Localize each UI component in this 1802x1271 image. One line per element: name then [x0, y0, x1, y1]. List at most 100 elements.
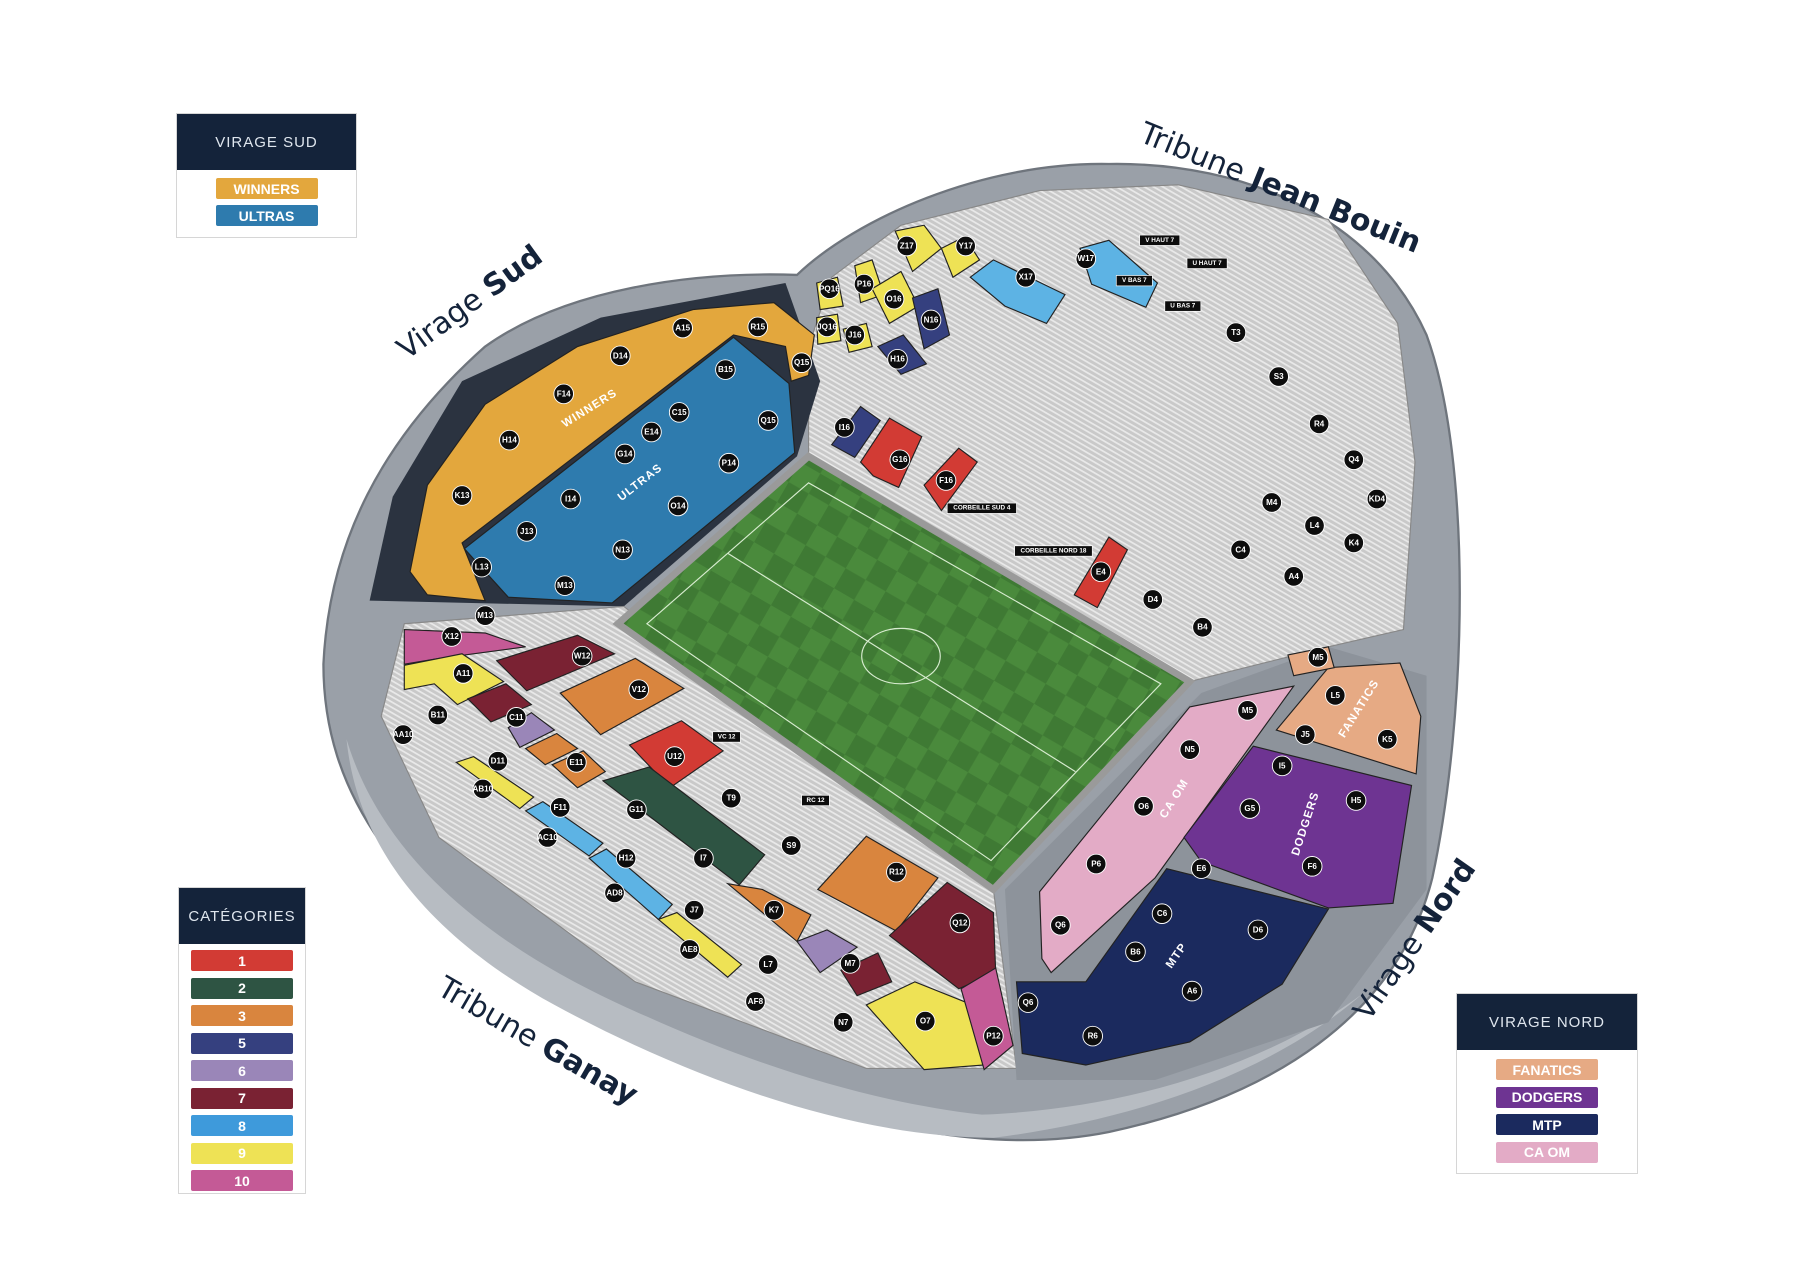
section-badge[interactable]: A6: [1181, 980, 1203, 1002]
section-w17[interactable]: [1079, 239, 1159, 309]
section-tag[interactable]: V BAS 7: [1115, 275, 1153, 287]
section-q12[interactable]: [888, 881, 997, 990]
section-badge[interactable]: X12: [441, 626, 462, 647]
section-badge[interactable]: Q15: [757, 410, 779, 431]
section-badge[interactable]: T9: [720, 787, 742, 809]
section-tag[interactable]: VC 12: [712, 731, 741, 743]
section-badge[interactable]: K13: [451, 485, 473, 506]
section-ab10[interactable]: [455, 755, 535, 810]
section-badge[interactable]: P6: [1085, 853, 1107, 875]
section-badge[interactable]: N13: [612, 539, 633, 561]
section-badge[interactable]: KD4: [1366, 488, 1388, 510]
section-badge[interactable]: H12: [615, 847, 637, 869]
section-tag[interactable]: CORBEILLE SUD 4: [946, 502, 1017, 514]
legend-item-ultras[interactable]: ULTRAS: [215, 205, 318, 226]
section-badge[interactable]: E14: [641, 421, 662, 443]
legend-item-fanatics[interactable]: FANATICS: [1496, 1059, 1598, 1080]
section-g11-i7[interactable]: [601, 766, 766, 886]
section-badge[interactable]: JQ16: [816, 316, 837, 338]
legend-item-8[interactable]: 8: [191, 1115, 293, 1136]
legend-item-9[interactable]: 9: [191, 1142, 293, 1164]
section-badge[interactable]: AE8: [679, 939, 700, 960]
section-badge[interactable]: M13: [554, 575, 576, 596]
section-badge[interactable]: I7: [693, 847, 714, 869]
legend-item-2[interactable]: 2: [191, 977, 293, 999]
section-badge[interactable]: A15: [672, 317, 693, 339]
section-badge[interactable]: H5: [1345, 790, 1367, 811]
section-badge[interactable]: D11: [487, 750, 509, 772]
section-badge[interactable]: I14: [560, 488, 581, 510]
section-badge[interactable]: J7: [683, 899, 705, 921]
section-badge[interactable]: H16: [887, 348, 908, 370]
legend-item-7[interactable]: 7: [191, 1087, 293, 1109]
section-badge[interactable]: C6: [1151, 903, 1173, 924]
section-c11-orange[interactable]: [524, 732, 579, 766]
legend-item-10[interactable]: 10: [191, 1170, 293, 1191]
section-tag[interactable]: U HAUT 7: [1186, 257, 1228, 269]
section-badge[interactable]: Q4: [1343, 449, 1365, 471]
section-badge[interactable]: B6: [1125, 941, 1146, 963]
section-badge[interactable]: K4: [1343, 532, 1365, 554]
section-badge[interactable]: F6: [1301, 856, 1323, 877]
section-tag[interactable]: V HAUT 7: [1139, 234, 1181, 246]
section-badge[interactable]: Z17: [896, 235, 918, 257]
section-badge[interactable]: A11: [452, 663, 474, 684]
section-badge[interactable]: C4: [1230, 539, 1251, 561]
section-m7[interactable]: [840, 952, 893, 997]
section-badge[interactable]: AA10: [393, 724, 414, 745]
section-badge[interactable]: E6: [1191, 858, 1212, 879]
section-badge[interactable]: Q6: [1017, 992, 1039, 1013]
legend-item-3[interactable]: 3: [191, 1005, 293, 1026]
section-badge[interactable]: O16: [883, 288, 905, 310]
section-badge[interactable]: J5: [1294, 724, 1316, 745]
legend-item-1[interactable]: 1: [191, 950, 293, 971]
section-badge[interactable]: R6: [1082, 1025, 1104, 1047]
legend-item-dodgers[interactable]: DODGERS: [1496, 1086, 1598, 1108]
section-badge[interactable]: N16: [920, 309, 942, 331]
section-badge[interactable]: W17: [1075, 248, 1097, 270]
legend-item-mtp[interactable]: MTP: [1496, 1114, 1598, 1135]
legend-item-winners[interactable]: WINNERS: [215, 178, 318, 199]
section-badge[interactable]: J16: [844, 324, 866, 346]
legend-item-6[interactable]: 6: [191, 1060, 293, 1081]
section-badge[interactable]: P12: [983, 1025, 1004, 1047]
section-m7-purple[interactable]: [796, 929, 859, 974]
section-badge[interactable]: L7: [757, 954, 779, 975]
section-badge[interactable]: C15: [668, 402, 690, 423]
section-badge[interactable]: S3: [1268, 366, 1289, 387]
section-badge[interactable]: M5: [1307, 646, 1329, 668]
section-b11-maroon[interactable]: [466, 683, 533, 723]
section-badge[interactable]: M7: [839, 953, 861, 974]
section-badge[interactable]: K7: [763, 899, 785, 921]
section-badge[interactable]: R4: [1308, 413, 1330, 435]
section-badge[interactable]: O14: [667, 495, 689, 517]
section-tag[interactable]: CORBEILLE NORD 18: [1014, 545, 1093, 557]
section-badge[interactable]: S9: [780, 835, 802, 856]
ca-om-section[interactable]: [1039, 685, 1296, 974]
section-badge[interactable]: R12: [886, 861, 907, 883]
section-badge[interactable]: F14: [553, 383, 574, 405]
section-badge[interactable]: T3: [1225, 322, 1247, 343]
section-g16[interactable]: [859, 417, 923, 489]
section-badge[interactable]: G14: [614, 443, 636, 465]
section-badge[interactable]: Y17: [955, 235, 976, 257]
section-badge[interactable]: P16: [853, 273, 875, 295]
section-badge[interactable]: D14: [610, 345, 631, 367]
section-badge[interactable]: W12: [571, 645, 593, 667]
section-badge[interactable]: X17: [1015, 266, 1037, 288]
section-badge[interactable]: Q12: [949, 912, 971, 934]
section-badge[interactable]: L5: [1325, 685, 1346, 706]
section-ae8[interactable]: [657, 911, 743, 978]
section-badge[interactable]: O6: [1133, 795, 1154, 817]
section-badge[interactable]: G16: [889, 449, 911, 471]
section-x17[interactable]: [969, 259, 1066, 325]
section-badge[interactable]: M13: [474, 605, 496, 626]
section-badge[interactable]: K5: [1376, 728, 1398, 750]
section-badge[interactable]: G11: [626, 799, 647, 821]
section-badge[interactable]: M5: [1237, 700, 1258, 721]
section-badge[interactable]: I16: [834, 417, 855, 438]
section-badge[interactable]: U12: [664, 746, 685, 767]
section-badge[interactable]: E11: [566, 752, 587, 773]
section-badge[interactable]: L13: [471, 556, 492, 578]
section-badge[interactable]: AD8: [604, 882, 625, 904]
